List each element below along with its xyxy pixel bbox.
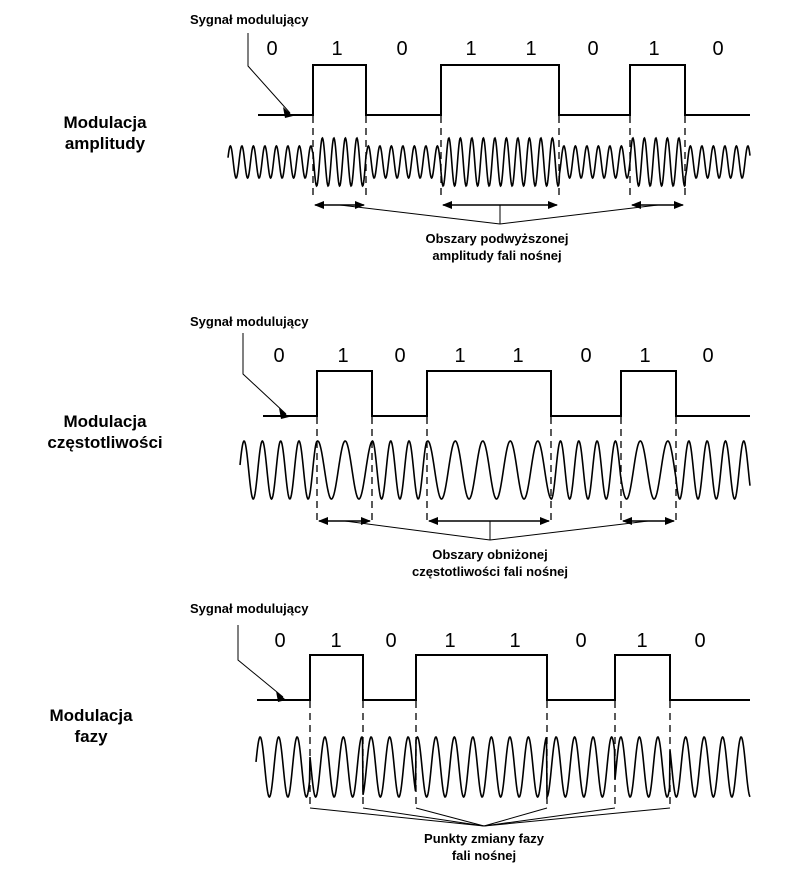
panel-amplitude: Modulacja amplitudy Sygnał modulujący 0 …	[63, 12, 751, 263]
bit-label: 1	[331, 38, 342, 60]
callout-lines	[339, 204, 659, 225]
bit-label: 1	[454, 345, 465, 367]
panel-title: fazy	[74, 727, 108, 746]
bit-label: 1	[444, 630, 455, 652]
bit-label: 1	[512, 345, 523, 367]
bit-label: 0	[266, 38, 277, 60]
panel-frequency: Modulacja częstotliwości Sygnał modulują…	[47, 314, 751, 579]
bit-label: 1	[639, 345, 650, 367]
signal-pointer-line	[237, 625, 284, 698]
signal-label: Sygnał modulujący	[190, 12, 309, 27]
modulating-signal	[263, 370, 750, 417]
bit-label: 0	[702, 345, 713, 367]
bit-label: 0	[394, 345, 405, 367]
annotation-text: fali nośnej	[452, 848, 516, 863]
signal-pointer-line	[242, 333, 287, 415]
panel-title: częstotliwości	[47, 433, 162, 452]
callout-lines	[344, 520, 649, 541]
modulating-signal	[257, 654, 750, 701]
bit-label: 0	[396, 38, 407, 60]
panel-title: amplitudy	[65, 134, 146, 153]
pointer-arrowhead	[279, 408, 289, 419]
bit-label: 1	[636, 630, 647, 652]
panel-title: Modulacja	[63, 412, 147, 431]
pm-carrier-wave	[255, 736, 751, 800]
pointer-arrowhead	[283, 107, 293, 118]
bit-label: 1	[509, 630, 520, 652]
bit-label: 0	[575, 630, 586, 652]
signal-label: Sygnał modulujący	[190, 601, 309, 616]
bit-label: 1	[465, 38, 476, 60]
bit-label: 0	[712, 38, 723, 60]
annotation-text: Obszary podwyższonej	[425, 231, 568, 246]
bit-label: 0	[694, 630, 705, 652]
bit-label: 0	[273, 345, 284, 367]
panel-title: Modulacja	[63, 113, 147, 132]
bit-label: 0	[587, 38, 598, 60]
bit-label: 1	[648, 38, 659, 60]
bit-label: 1	[525, 38, 536, 60]
panel-phase: Modulacja fazy Sygnał modulujący 0 1 0 1…	[49, 601, 751, 863]
am-carrier-wave	[227, 136, 751, 188]
annotation-text: Obszary obniżonej	[432, 547, 548, 562]
annotation-text: częstotliwości fali nośnej	[412, 564, 568, 579]
signal-pointer-line	[247, 33, 291, 114]
callout-lines	[309, 807, 671, 827]
bit-labels: 0 1 0 1 1 0 1 0	[266, 38, 723, 60]
boundary-lines	[312, 116, 686, 200]
boundary-lines	[316, 417, 677, 520]
modulating-signal	[258, 64, 750, 116]
panel-title: Modulacja	[49, 706, 133, 725]
annotation-text: amplitudy fali nośnej	[432, 248, 561, 263]
signal-label: Sygnał modulujący	[190, 314, 309, 329]
fm-carrier-wave	[239, 439, 751, 501]
bit-label: 0	[580, 345, 591, 367]
bit-label: 1	[330, 630, 341, 652]
bit-label: 1	[337, 345, 348, 367]
bit-label: 0	[385, 630, 396, 652]
bit-labels: 0 1 0 1 1 0 1 0	[274, 630, 705, 652]
annotation-text: Punkty zmiany fazy	[424, 831, 545, 846]
bit-label: 0	[274, 630, 285, 652]
bit-labels: 0 1 0 1 1 0 1 0	[273, 345, 713, 367]
